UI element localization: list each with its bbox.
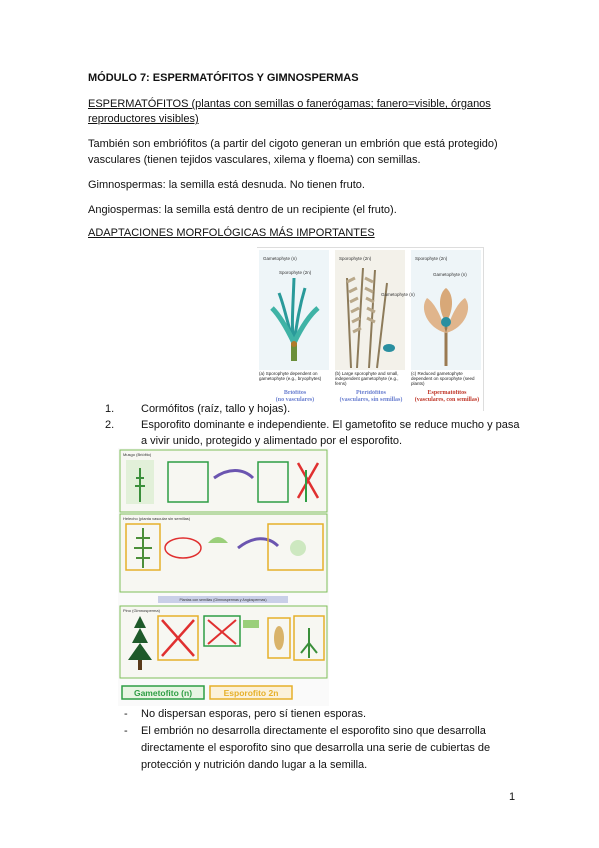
seed-plant-illustration <box>423 288 469 366</box>
gimnospermas-text: Gimnospermas: la semilla está desnuda. N… <box>88 179 365 191</box>
list-number: 2. <box>105 419 115 431</box>
row3-label: Pino (Gimnosperma) <box>123 608 161 613</box>
espermatofitos-heading-line1: ESPERMATÓFITOS (plantas con semillas o f… <box>88 98 491 110</box>
list-bullet: - <box>124 725 128 737</box>
page-title: MÓDULO 7: ESPERMATÓFITOS Y GIMNOSPERMAS <box>88 72 359 84</box>
page-number: 1 <box>509 791 516 803</box>
panel-a-mid-label: Sporophyte (2n) <box>279 270 312 275</box>
panel-c-caption: (c) Reduced gametophyte dependent on spo… <box>411 371 475 386</box>
panel-b-mid-label: Gametophyte (n) <box>381 292 415 297</box>
life-cycle-illustration: Musgo (Briófito) Helecho (planta vascula… <box>119 449 328 700</box>
panel-c-top-label: Sporophyte (2n) <box>415 256 448 261</box>
espermatofitos-heading-line2: reproductores visibles) <box>88 113 199 125</box>
legend-esporofito: Esporofito 2n <box>224 688 279 698</box>
panel-b-top-label: Sporophyte (2n) <box>339 256 372 261</box>
dash-list: - No dispersan esporas, pero sí tienen e… <box>124 706 524 774</box>
list-item: - No dispersan esporas, pero sí tienen e… <box>124 706 524 723</box>
moss-illustration <box>270 277 320 361</box>
list-item: 1. Cormófitos (raíz, tallo y hojas). <box>105 401 525 417</box>
panel-a-caption: (a) Sporophyte dependent on gametophyte … <box>259 371 322 381</box>
fern-illustration <box>346 267 395 369</box>
list-text: Esporofito dominante e independiente. El… <box>141 419 520 447</box>
paragraph-line2: vasculares (tienen tejidos vasculares, x… <box>88 154 421 166</box>
list-text: El embrión no desarrolla directamente el… <box>141 725 491 771</box>
paragraph-line1: También son embriófitos (a partir del ci… <box>88 138 498 150</box>
list-bullet: - <box>124 708 128 720</box>
group-c-label: Espermatófitos <box>427 390 467 396</box>
list-text: Cormófitos (raíz, tallo y hojas). <box>141 403 291 415</box>
list-number: 1. <box>105 403 115 415</box>
row2-label: Helecho (planta vascular sin semillas) <box>123 516 191 521</box>
legend-gametofito: Gametofito (n) <box>134 688 192 698</box>
numbered-list: 1. Cormófitos (raíz, tallo y hojas). 2. … <box>105 401 525 449</box>
group-a-label: Briófitos <box>283 390 307 396</box>
plant-generations-figure: Gametophyte (n) Sporophyte (2n) Sporophy… <box>257 247 484 411</box>
group-a-sublabel: (no vasculares) <box>275 396 315 403</box>
list-item: 2. Esporofito dominante e independiente.… <box>105 417 525 449</box>
angiospermas-text: Angiospermas: la semilla está dentro de … <box>88 204 397 216</box>
plant-generations-illustration: Gametophyte (n) Sporophyte (2n) Sporophy… <box>259 250 481 403</box>
row1-label: Musgo (Briófito) <box>123 452 152 457</box>
list-item: - El embrión no desarrolla directamente … <box>124 723 506 774</box>
group-b-sublabel: (vasculares, sin semillas) <box>339 396 403 403</box>
adaptaciones-heading: ADAPTACIONES MORFOLÓGICAS MÁS IMPORTANTE… <box>88 227 375 239</box>
group-c-sublabel: (vasculares, con semillas) <box>414 396 480 403</box>
list-text: No dispersan esporas, pero sí tienen esp… <box>141 708 367 720</box>
life-cycle-comparison-figure: Musgo (Briófito) Helecho (planta vascula… <box>118 448 329 706</box>
panel-c-mid-label: Gametophyte (n) <box>433 272 467 277</box>
group-b-label: Pteridófitos <box>356 390 386 396</box>
panel-b-caption: (b) Large sporophyte and small, independ… <box>335 371 399 386</box>
band-label: Plantas con semillas (Gimnospermas y Ang… <box>179 598 266 602</box>
panel-a-top-label: Gametophyte (n) <box>263 256 297 261</box>
